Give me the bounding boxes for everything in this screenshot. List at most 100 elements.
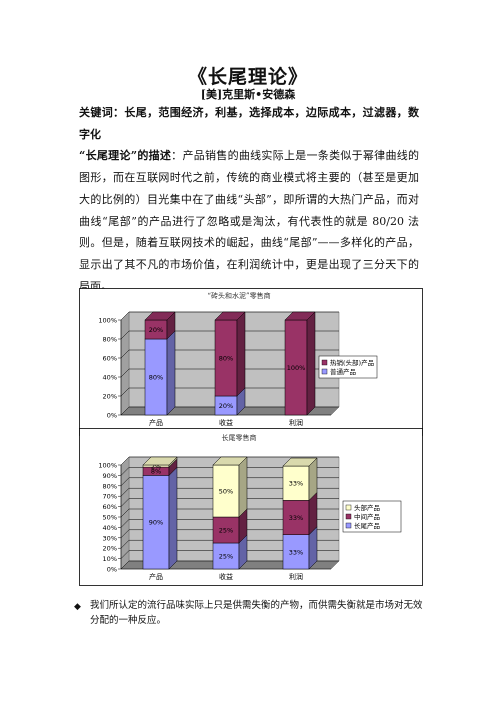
body-paragraph: 关键词：长尾，范围经济，利基，选择成本，边际成本，过滤器，数字化 “长尾理论”的… (79, 102, 419, 297)
x-tick-label: 利润 (289, 418, 303, 427)
bar-segment-side (166, 330, 176, 416)
bar-segment-side (236, 311, 246, 397)
keywords-label: 关键词： (79, 106, 125, 119)
x-tick-label: 收益 (219, 418, 233, 427)
bar-segment-front (212, 542, 240, 570)
data-label: 33% (289, 480, 303, 488)
data-label: 25% (219, 553, 233, 561)
x-tick-label: 收益 (219, 572, 233, 581)
legend-label: 中间产品 (354, 512, 380, 521)
gridline (120, 387, 339, 397)
chart-svg: 长尾零售商 0% 10% 20% 30% 40% 50% 60% 70% 80% 90% 100% 90… (79, 428, 423, 586)
y-tick-label: 70% (103, 493, 117, 501)
gridline (120, 406, 339, 416)
gridline (120, 467, 339, 476)
y-tick-label: 40% (103, 524, 117, 532)
gridline (120, 311, 339, 321)
chart-title: 长尾零售商 (222, 433, 257, 442)
bar-top (284, 311, 316, 321)
description-colon: ： (171, 149, 183, 163)
bar-top (214, 311, 246, 321)
y-tick-label: 100% (98, 462, 117, 470)
data-label: 8% (151, 468, 161, 476)
data-label: 20% (149, 326, 163, 334)
y-tick-label: 20% (103, 545, 117, 553)
brick-mortar-chart: “砖头和水泥”零售商 0% 20% 40% 60% 80% 100% 80% 20% 产品 20% 8… (79, 288, 423, 436)
x-tick-label: 利润 (289, 572, 303, 581)
gridline (120, 508, 339, 518)
legend-swatch (321, 368, 328, 375)
data-label: 80% (219, 355, 233, 363)
bullet-text: 我们所认定的流行品味实际上只是供需失衡的产物，而供需失衡就是市场对无效分配的一种… (90, 600, 423, 626)
document-title: 《长尾理论》 (187, 66, 308, 88)
gridline (120, 539, 339, 549)
bar-segment-side (238, 456, 248, 518)
document-author: [美]克里斯•安德森 (200, 88, 296, 101)
gridline (120, 519, 339, 528)
gridline (120, 456, 339, 466)
y-tick-label: 90% (103, 472, 117, 480)
gridline (120, 498, 339, 507)
bar-top (142, 456, 178, 466)
data-label: 25% (219, 527, 233, 535)
bar-top (282, 457, 318, 467)
bar-top (212, 456, 248, 466)
legend-swatch (321, 359, 328, 366)
legend-swatch (345, 504, 352, 511)
keywords-text: 长尾，范围经济，利基，选择成本，边际成本，过滤器，数字化 (79, 106, 420, 141)
legend-swatch (345, 513, 352, 520)
long-tail-chart: 长尾零售商 0% 10% 20% 30% 40% 50% 60% 70% 80% 90% 100% 90… (79, 428, 423, 586)
x-tick-label: 产品 (149, 418, 163, 427)
gridline (120, 477, 339, 486)
y-tick-label: 10% (103, 555, 117, 563)
data-label: 33% (289, 548, 303, 556)
y-tick-label: 40% (103, 374, 117, 382)
legend-box (342, 500, 402, 533)
data-label: 33% (289, 514, 303, 522)
y-tick-label: 30% (103, 534, 117, 542)
y-tick-label: 0% (107, 412, 117, 420)
legend-box (318, 355, 378, 379)
y-tick-label: 80% (103, 336, 117, 344)
data-label: 100% (287, 364, 306, 372)
gridline (120, 368, 339, 378)
diamond-bullet-icon: ◆ (74, 602, 81, 612)
data-label: 2% (151, 463, 161, 471)
gridline (120, 349, 339, 359)
bar-segment-front (142, 475, 170, 570)
gridline (120, 550, 339, 559)
bar-segment-front (282, 465, 310, 501)
gridline (120, 529, 339, 538)
bar-segment-side (168, 466, 178, 570)
chart-svg: “砖头和水泥”零售商 0% 20% 40% 60% 80% 100% 80% 20% 产品 20% 8… (79, 288, 423, 436)
legend-label: 普通产品 (330, 367, 356, 376)
legend-label: 头部产品 (354, 503, 380, 512)
description-text: 产品销售的曲线实际上是一条类似于幂律曲线的图形，而在互联网时代之前，传统的商业模… (79, 149, 420, 293)
bar-segment-side (306, 311, 316, 416)
y-tick-label: 20% (103, 393, 117, 401)
bar-segment-front (212, 516, 240, 544)
data-label: 20% (219, 402, 233, 410)
gridline (120, 560, 339, 570)
y-tick-label: 100% (98, 317, 117, 325)
data-label: 50% (219, 488, 233, 496)
data-label: 90% (149, 519, 163, 527)
chart-title: “砖头和水泥”零售商 (207, 291, 270, 300)
y-tick-label: 0% (107, 566, 117, 574)
gridline (120, 330, 339, 340)
y-tick-label: 60% (103, 503, 117, 511)
bullet-note: ◆ 我们所认定的流行品味实际上只是供需失衡的产物，而供需失衡就是市场对无效分配的… (74, 598, 424, 628)
x-tick-label: 产品 (149, 572, 163, 581)
bar-top (144, 311, 176, 321)
data-label: 80% (149, 374, 163, 382)
y-tick-label: 50% (103, 514, 117, 522)
bar-segment-front (212, 464, 240, 518)
y-tick-label: 80% (103, 482, 117, 490)
gridline (120, 487, 339, 497)
legend-label: 热销(头部)产品 (330, 358, 374, 367)
y-tick-label: 60% (103, 355, 117, 363)
description-label: “长尾理论”的描述 (79, 149, 172, 163)
chart-side-wall (120, 311, 130, 416)
legend-label: 长尾产品 (354, 521, 380, 530)
legend-swatch (345, 522, 352, 529)
